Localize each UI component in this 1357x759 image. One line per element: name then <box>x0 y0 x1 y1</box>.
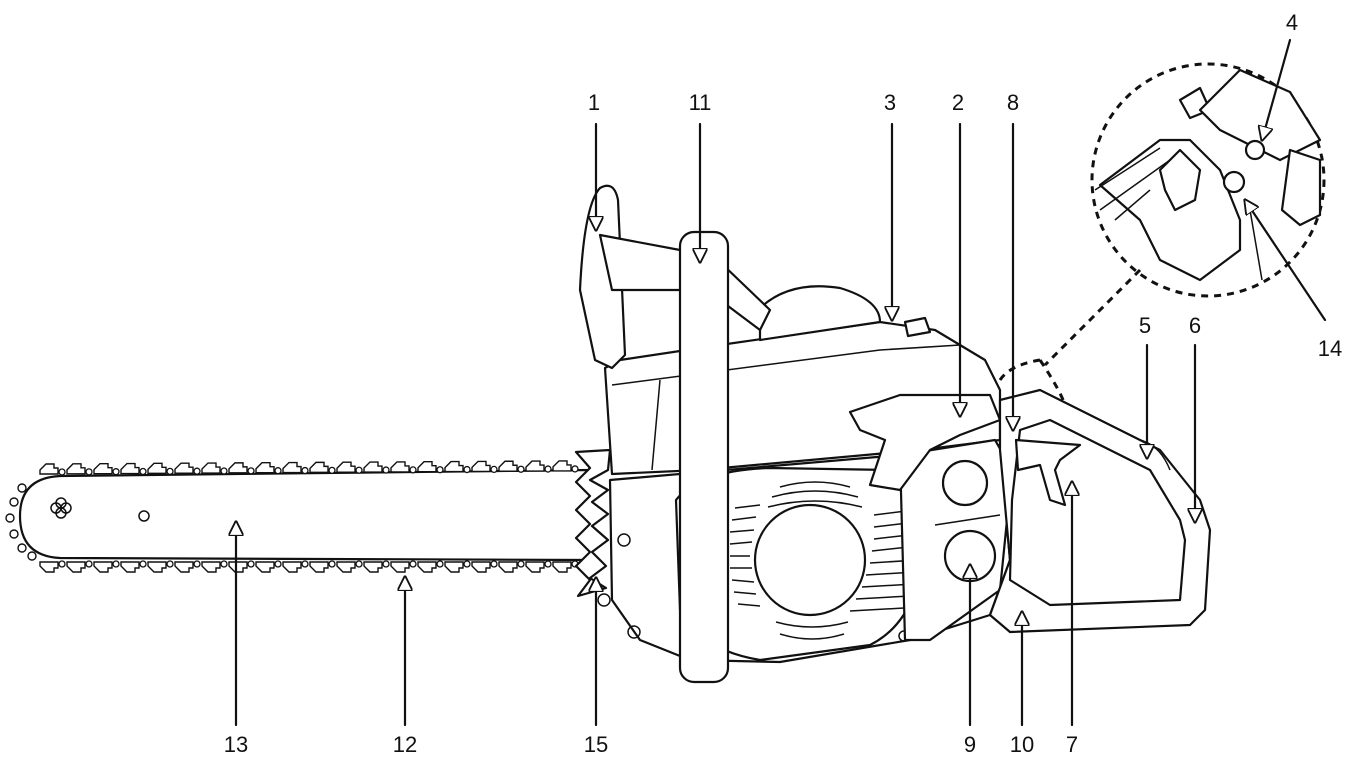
callout-arrows <box>236 38 1327 727</box>
part-label-5: 5 <box>1139 313 1151 338</box>
part-labels: 1 2 3 4 5 6 7 8 9 10 11 12 13 14 15 <box>224 10 1342 757</box>
part-label-15: 15 <box>584 732 608 757</box>
detail-inset <box>998 62 1326 406</box>
front-hand-guard <box>678 230 730 684</box>
part-label-4: 4 <box>1286 10 1298 35</box>
part-label-11: 11 <box>689 90 712 115</box>
saw-chain <box>5 460 579 573</box>
rear-handle <box>988 388 1212 634</box>
part-label-2: 2 <box>952 90 964 115</box>
part-label-6: 6 <box>1189 313 1201 338</box>
front-handle <box>578 184 772 370</box>
part-label-8: 8 <box>1007 90 1019 115</box>
part-label-12: 12 <box>393 732 417 757</box>
part-label-10: 10 <box>1010 732 1034 757</box>
part-label-3: 3 <box>884 90 896 115</box>
part-label-14: 14 <box>1318 336 1342 361</box>
part-label-7: 7 <box>1066 732 1078 757</box>
part-label-13: 13 <box>224 732 248 757</box>
guide-bar <box>18 468 592 562</box>
part-label-1: 1 <box>588 90 600 115</box>
part-label-9: 9 <box>964 732 976 757</box>
